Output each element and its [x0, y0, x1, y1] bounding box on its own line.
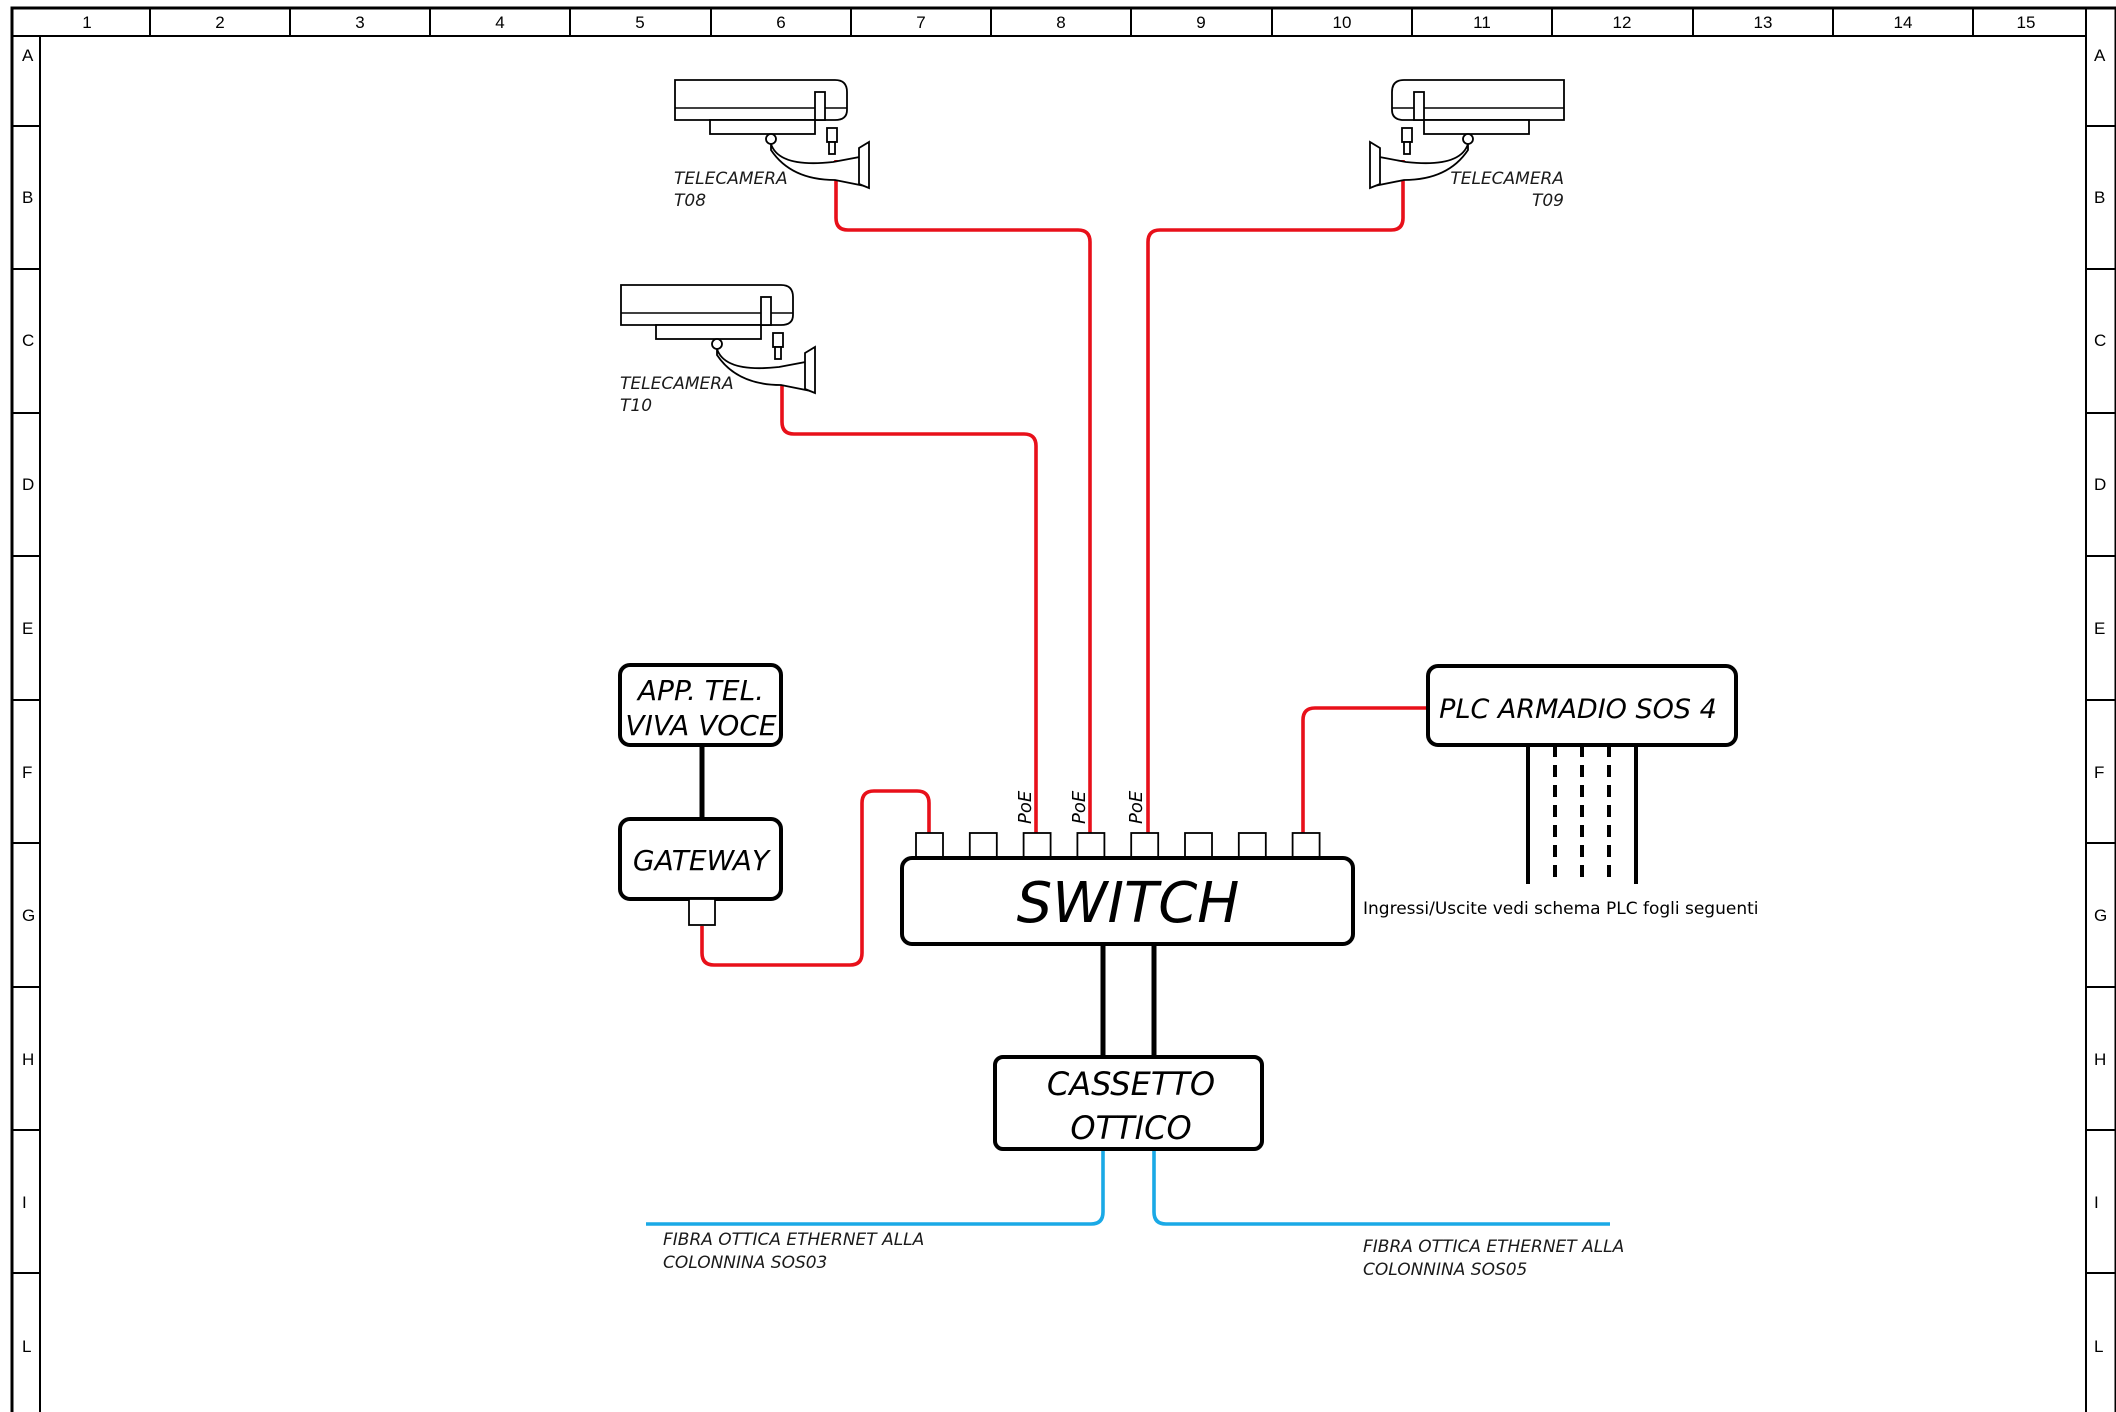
fiber-box-label-line2: OTTICO	[1070, 1109, 1191, 1147]
camera-t08-label-line1: TELECAMERA	[674, 169, 788, 189]
camera-t08-label-line2: T08	[674, 191, 706, 211]
column-label: 12	[1613, 13, 1632, 32]
plc-label: PLC ARMADIO SOS 4	[1439, 694, 1717, 725]
switch-ports	[915, 832, 1321, 859]
switch-port	[915, 832, 944, 859]
camera-t10-label-line2: T10	[620, 396, 652, 416]
ethernet-cable-t08	[834, 160, 1092, 833]
row-label: C	[22, 331, 34, 350]
switch-box	[900, 856, 1355, 946]
camera-t09-label-line2: T09	[1532, 191, 1564, 211]
row-label: E	[2094, 619, 2105, 638]
row-label: L	[2094, 1337, 2103, 1356]
switch-label: SWITCH	[1017, 871, 1240, 936]
column-label: 7	[916, 13, 925, 32]
ethernet-cable-gateway	[700, 789, 931, 967]
switch-port	[1237, 832, 1267, 859]
column-label: 2	[215, 13, 224, 32]
speakerphone-label-line2: VIVA VOCE	[625, 709, 776, 742]
row-ruler: A B C D E F G H I L A B C D E F G H I L	[22, 46, 2107, 1356]
camera-t08-icon	[674, 79, 870, 190]
poe-label-2: PoE	[1069, 790, 1090, 824]
camera-t10-icon	[620, 284, 816, 395]
column-label: 4	[495, 13, 504, 32]
row-label: B	[22, 188, 33, 207]
row-label: B	[2094, 188, 2105, 207]
row-label: L	[22, 1337, 31, 1356]
row-label: D	[2094, 475, 2106, 494]
row-label: A	[22, 46, 34, 65]
fiber-sos03-label-line1: FIBRA OTTICA ETHERNET ALLA	[663, 1230, 924, 1250]
column-label: 8	[1056, 13, 1065, 32]
fiber-line-sos03	[646, 1149, 1105, 1226]
row-label: G	[2094, 906, 2107, 925]
column-label: 11	[1473, 13, 1491, 32]
column-label: 5	[635, 13, 644, 32]
gateway-label: GATEWAY	[633, 844, 771, 877]
column-label: 15	[2017, 13, 2036, 32]
switch-port	[1022, 832, 1052, 859]
plc-io-lines	[1526, 745, 1638, 884]
plc-io-note: Ingressi/Uscite vedi schema PLC fogli se…	[1363, 899, 1759, 919]
drawing-frame	[10, 6, 2116, 1412]
switch-port	[968, 832, 998, 859]
fiber-sos05-label-line2: COLONNINA SOS05	[1363, 1260, 1527, 1280]
row-label: A	[2094, 46, 2106, 65]
column-label: 10	[1333, 13, 1352, 32]
column-label: 6	[776, 13, 785, 32]
switch-port	[1076, 832, 1106, 859]
row-label: F	[2094, 763, 2104, 782]
switch-port	[1130, 832, 1160, 859]
row-label: H	[2094, 1050, 2106, 1069]
row-label: H	[22, 1050, 34, 1069]
column-ruler: 1 2 3 4 5 6 7 8 9 10 11 12 13 14 15	[82, 13, 2035, 32]
ethernet-cable-plc	[1301, 706, 1428, 833]
fiber-line-sos05	[1152, 1149, 1610, 1226]
column-label: 1	[82, 13, 91, 32]
ethernet-cable-t09	[1146, 160, 1405, 833]
poe-label-1: PoE	[1015, 790, 1036, 824]
column-label: 13	[1754, 13, 1773, 32]
row-label: F	[22, 763, 32, 782]
camera-t09-icon	[1369, 79, 1565, 190]
poe-label-3: PoE	[1126, 790, 1147, 824]
camera-t10-label-line1: TELECAMERA	[620, 374, 734, 394]
column-label: 9	[1196, 13, 1205, 32]
row-label: I	[22, 1193, 27, 1212]
camera-t09-label-line1: TELECAMERA	[1450, 169, 1564, 189]
gateway-port	[688, 898, 716, 926]
column-label: 14	[1894, 13, 1913, 32]
row-label: G	[22, 906, 35, 925]
fiber-box-label-line1: CASSETTO	[1047, 1065, 1215, 1103]
row-label: E	[22, 619, 33, 638]
switch-port	[1184, 832, 1213, 859]
fiber-sos05-label-line1: FIBRA OTTICA ETHERNET ALLA	[1363, 1237, 1624, 1257]
speakerphone-label-line1: APP. TEL.	[636, 674, 764, 707]
row-label: C	[2094, 331, 2106, 350]
ethernet-cable-t10	[780, 368, 1038, 833]
speakerphone-box	[618, 663, 783, 747]
switch-port	[1291, 832, 1321, 859]
fiber-box	[993, 1055, 1264, 1151]
plc-box	[1426, 664, 1738, 747]
row-label: D	[22, 475, 34, 494]
fiber-sos03-label-line2: COLONNINA SOS03	[663, 1253, 827, 1273]
column-label: 3	[355, 13, 364, 32]
row-label: I	[2094, 1193, 2099, 1212]
